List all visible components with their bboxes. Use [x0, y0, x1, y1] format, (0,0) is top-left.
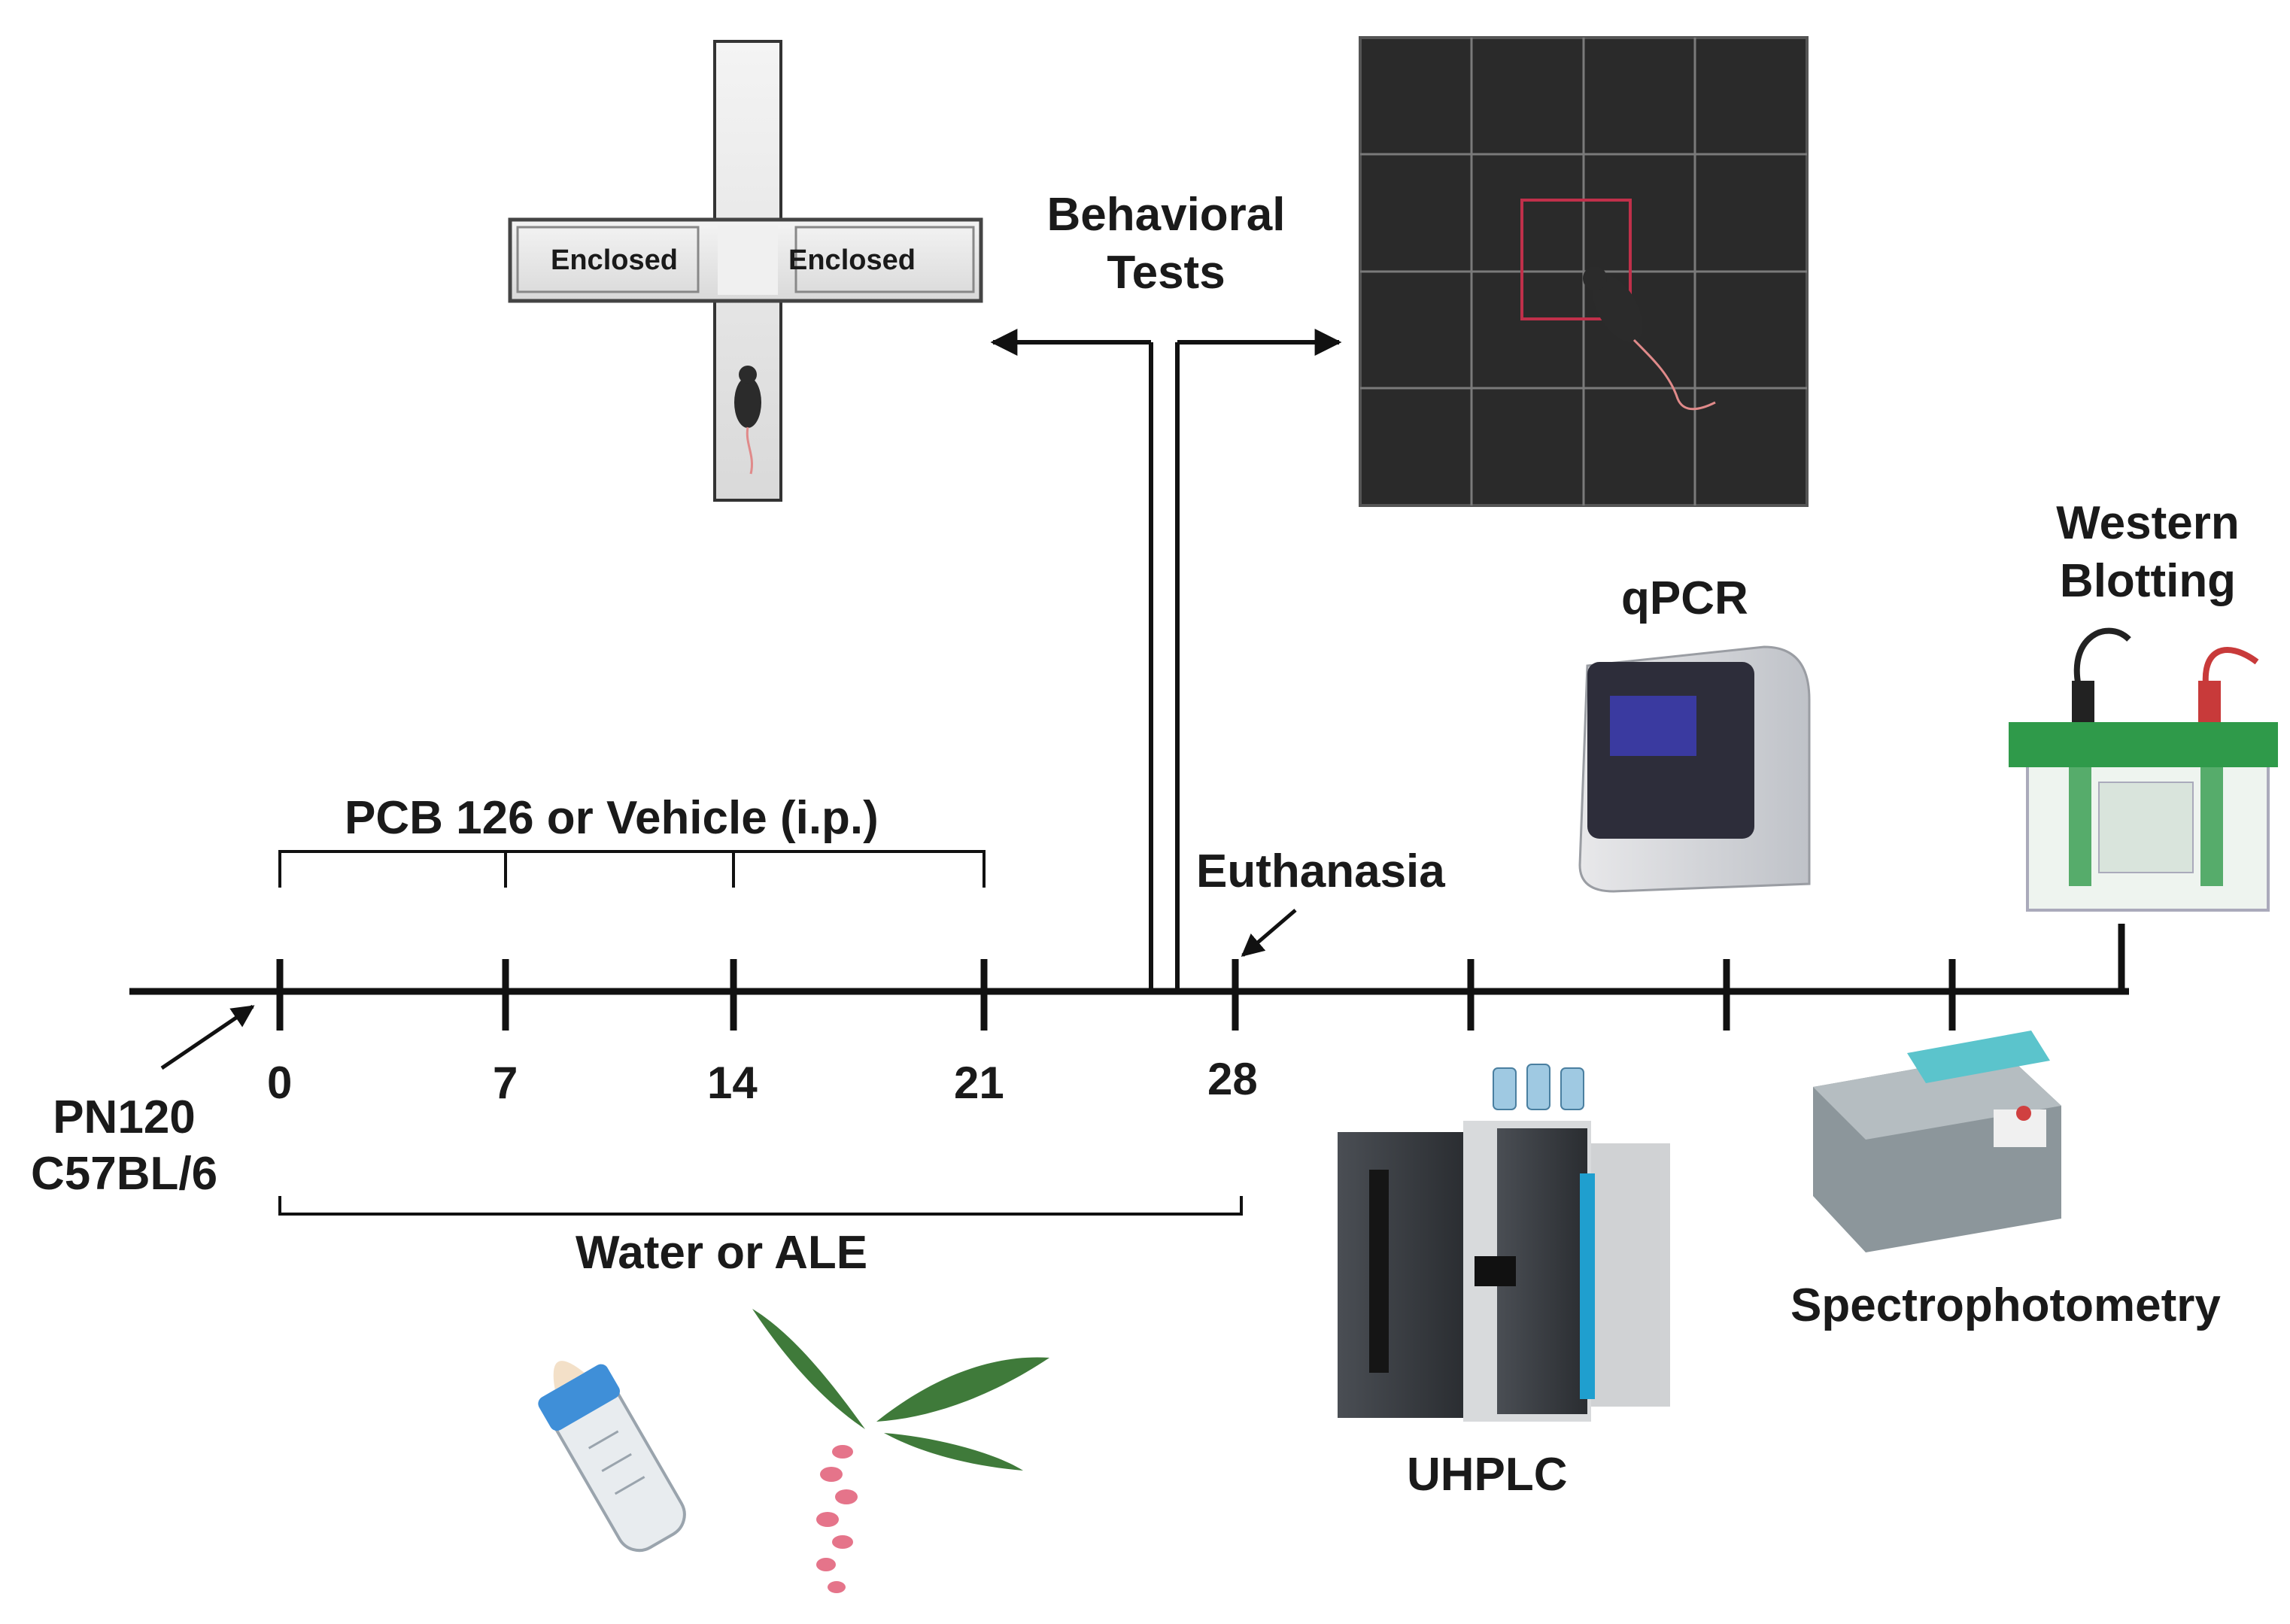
water-bracket [278, 1196, 1243, 1216]
euthanasia-arrow [1241, 909, 1297, 957]
western-line2: Blotting [2059, 555, 2237, 607]
western-line1: Western [2056, 497, 2240, 549]
qpcr-machine [1578, 645, 1811, 893]
behavioral-tests-title: Behavioral Tests [1031, 188, 1301, 299]
pcb-treatment-label: PCB 126 or Vehicle (i.p.) [345, 792, 879, 844]
start-label: PN120 C57BL/6 [15, 1091, 233, 1201]
uhplc-label: UHPLC [1407, 1449, 1568, 1501]
timeline [129, 924, 2129, 1031]
qpcr-label: qPCR [1621, 572, 1748, 624]
start-label-line2: C57BL/6 [30, 1148, 218, 1200]
maze-mouse [734, 366, 761, 475]
tick-label-28: 28 [1207, 1054, 1258, 1104]
start-label-line1: PN120 [53, 1091, 196, 1143]
tick-label-0: 0 [267, 1058, 293, 1108]
uhplc-instrument [1338, 1064, 1670, 1422]
maze-arm-left-label: Enclosed [551, 244, 678, 276]
behavioral-tests-line2: Tests [1107, 247, 1225, 299]
tick-label-14: 14 [707, 1058, 758, 1108]
start-arrow [160, 1004, 255, 1070]
arena-mouse [1583, 266, 1716, 411]
tick-label-21: 21 [954, 1058, 1004, 1108]
baby-bottle-icon [538, 1361, 686, 1553]
alpinia-plant-icon [752, 1309, 1049, 1593]
solvent-bottles [1493, 1064, 1584, 1110]
behavioral-tests-line1: Behavioral [1046, 189, 1286, 241]
tick-label-7: 7 [493, 1058, 518, 1108]
elevated-plus-maze [508, 40, 983, 502]
western-blotting-label: Western Blotting [2027, 496, 2268, 608]
pcb-bracket [278, 850, 986, 888]
spectrophotometry-label: Spectrophotometry [1790, 1279, 2221, 1331]
open-field-arena [1359, 36, 1809, 507]
center-zone [1520, 199, 1632, 320]
maze-arm-right-label: Enclosed [788, 244, 916, 276]
euthanasia-label: Euthanasia [1196, 845, 1445, 897]
water-treatment-label: Water or ALE [576, 1227, 868, 1279]
western-blot-apparatus [2009, 627, 2278, 912]
behavior-connector [990, 329, 1342, 991]
spectrophotometer [1813, 1031, 2061, 1252]
